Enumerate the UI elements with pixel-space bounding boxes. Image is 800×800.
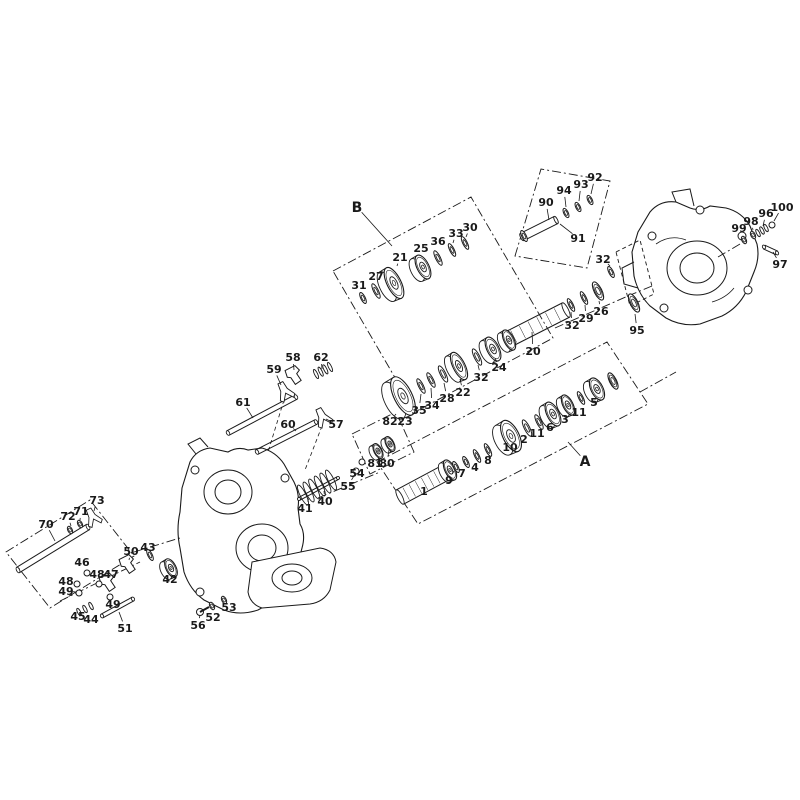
part-label: 94 (556, 184, 572, 197)
part-label: 90 (538, 196, 554, 209)
part-label: 95 (629, 324, 644, 337)
part-label: 25 (413, 242, 428, 255)
part-label: 53 (221, 601, 236, 614)
part-label: 36 (430, 235, 446, 248)
part-label: 50 (123, 545, 139, 558)
part-label: 52 (205, 611, 220, 624)
part-label: 20 (525, 345, 541, 358)
part-label: 51 (117, 622, 132, 635)
part-label: 24 (491, 361, 507, 374)
part-label: 32 (564, 319, 579, 332)
part-label: 32 (595, 253, 610, 266)
part-label: 93 (573, 178, 588, 191)
part-label: 34 (424, 399, 440, 412)
part-label: 40 (317, 495, 333, 508)
part-label: 33 (448, 227, 463, 240)
part-label: 62 (313, 351, 328, 364)
part-label: 80 (379, 457, 395, 470)
part-label: 7 (458, 467, 466, 480)
part-label: 72 (60, 510, 75, 523)
part-label: 29 (578, 312, 593, 325)
section-label: B (352, 200, 363, 216)
part-label: 49 (58, 585, 73, 598)
part-label: 11 (571, 406, 586, 419)
part-label: 59 (266, 363, 281, 376)
part-label: 49 (105, 598, 120, 611)
part-label: 6 (546, 421, 554, 434)
part-label: 96 (758, 207, 774, 220)
part-label: 97 (772, 258, 787, 271)
part-label: 57 (328, 418, 343, 431)
part-label: 47 (103, 568, 118, 581)
part-label: 58 (285, 351, 300, 364)
part-label: 73 (89, 494, 104, 507)
part-label: 41 (297, 502, 312, 515)
part-label: 28 (439, 392, 454, 405)
part-label: 11 (529, 427, 544, 440)
part-label: 42 (162, 573, 177, 586)
part-label: 81 (367, 457, 382, 470)
leader-lines-layer (48, 183, 779, 622)
part-label: 2 (520, 433, 528, 446)
part-label: 60 (280, 418, 296, 431)
part-label: 31 (351, 279, 366, 292)
part-label: 44 (83, 613, 99, 626)
part-label: 23 (397, 415, 412, 428)
part-label: 82 (382, 415, 397, 428)
part-label: 98 (743, 215, 758, 228)
part-label: 27 (368, 270, 383, 283)
part-label: 70 (38, 518, 54, 531)
part-label: 32 (473, 371, 488, 384)
part-label: 22 (455, 386, 470, 399)
part-label: 91 (570, 232, 585, 245)
part-label: 100 (771, 201, 794, 214)
part-label: 30 (462, 221, 478, 234)
part-label: 48 (58, 575, 73, 588)
part-label: 55 (340, 480, 355, 493)
part-label: 46 (74, 556, 90, 569)
part-label: 45 (70, 610, 85, 623)
section-label: A (580, 454, 591, 470)
part-label: 4 (471, 461, 479, 474)
diagram-lines (5, 168, 780, 619)
part-label: 3 (561, 413, 569, 426)
part-label: 99 (731, 222, 746, 235)
part-label: 48 (89, 568, 104, 581)
part-label: 61 (235, 396, 250, 409)
part-label: 9 (445, 474, 453, 487)
part-label: 10 (502, 441, 518, 454)
part-label: 21 (392, 251, 407, 264)
part-label: 26 (593, 305, 609, 318)
part-label: 8 (484, 454, 492, 467)
part-label: 92 (587, 171, 602, 184)
part-label: 35 (411, 404, 426, 417)
part-label: 1 (420, 485, 428, 498)
part-label: 71 (73, 505, 88, 518)
part-label: 54 (349, 467, 365, 480)
part-label: 5 (590, 396, 598, 409)
part-label: 56 (190, 619, 206, 632)
part-label: 43 (140, 541, 155, 554)
